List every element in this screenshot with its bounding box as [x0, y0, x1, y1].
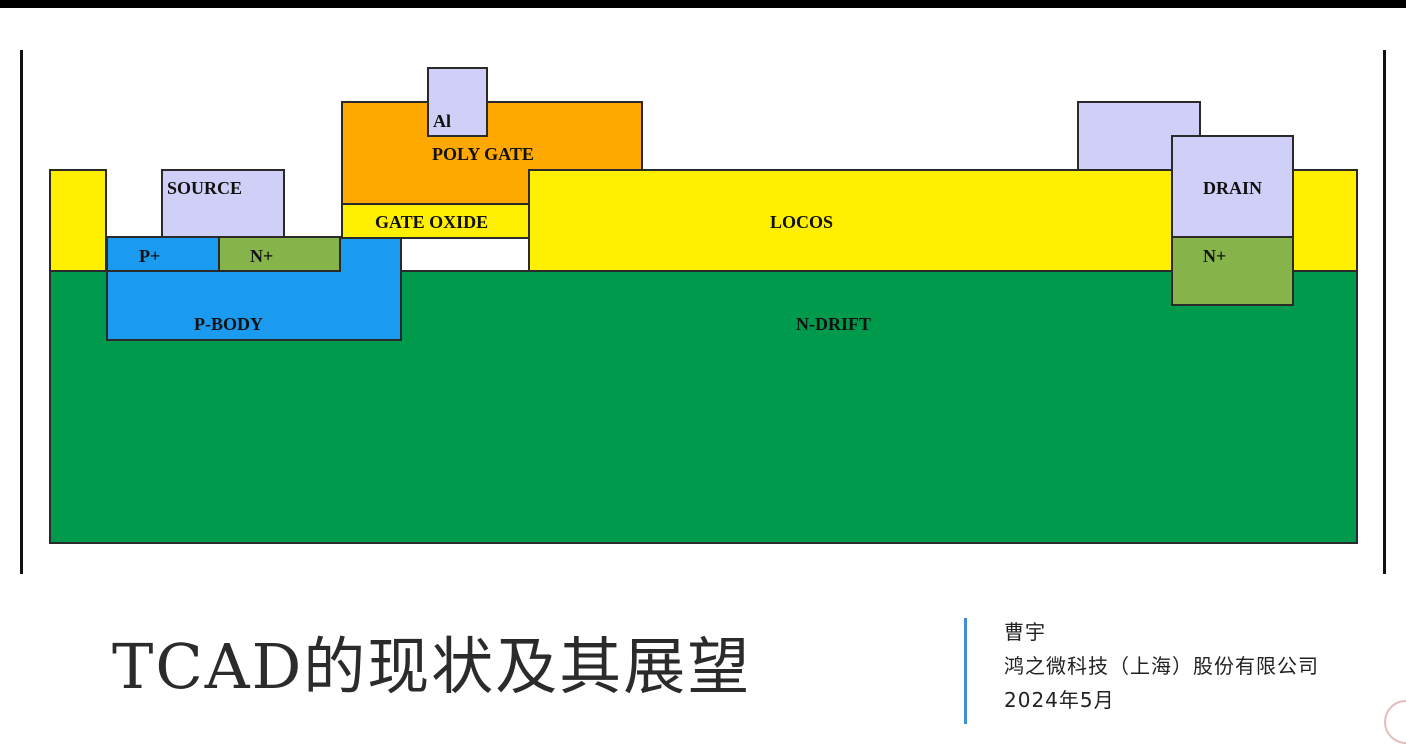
al-label: Al	[433, 111, 451, 131]
drain-label: DRAIN	[1203, 178, 1263, 198]
drain-joint-cover	[1173, 137, 1199, 169]
p-plus-label: P+	[139, 246, 161, 266]
left-rule	[20, 50, 23, 574]
source-label: SOURCE	[167, 178, 243, 198]
n-plus-drain-label: N+	[1203, 246, 1227, 266]
gate-oxide-label: GATE OXIDE	[375, 212, 489, 232]
slide: Al POLY GATE SOURCE DRAIN P+ N+ GATE OXI…	[0, 8, 1406, 752]
footer-divider	[964, 618, 967, 724]
left-edge-oxide	[49, 169, 107, 272]
seal-logo	[1384, 700, 1406, 744]
presentation-date: 2024年5月	[1004, 688, 1115, 712]
author-name: 曹宇	[1004, 620, 1046, 644]
n-drift-label: N-DRIFT	[796, 314, 871, 334]
n-plus-drain-region	[1171, 236, 1294, 306]
p-body-label: P-BODY	[194, 314, 263, 334]
company-name: 鸿之微科技（上海）股份有限公司	[1004, 654, 1319, 678]
slide-title: TCAD的现状及其展望	[112, 630, 752, 703]
locos-oxide	[528, 169, 1173, 272]
gate-oxide	[341, 203, 530, 239]
p-plus-region	[106, 236, 220, 272]
poly-gate-label: POLY GATE	[432, 144, 534, 164]
right-edge-oxide	[1292, 169, 1358, 272]
al-contact	[427, 67, 488, 137]
source-contact	[161, 169, 285, 238]
n-plus-source-label: N+	[250, 246, 274, 266]
locos-label: LOCOS	[770, 212, 834, 232]
n-plus-source-region	[218, 236, 341, 272]
right-rule	[1383, 50, 1386, 574]
